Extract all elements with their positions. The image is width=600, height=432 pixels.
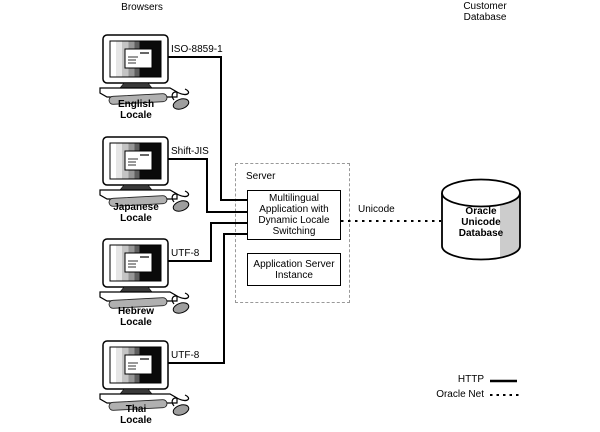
database-cylinder-icon xyxy=(441,178,521,261)
server-label: Server xyxy=(246,171,276,182)
encoding-label-japanese: Shift-JIS xyxy=(171,146,209,157)
browsers-title: Browsers xyxy=(121,2,163,13)
locale-label-japanese: Japanese Locale xyxy=(113,202,159,224)
http-line-thai xyxy=(168,233,247,364)
unicode-connection-label: Unicode xyxy=(358,204,395,215)
legend-oracle-net-label: Oracle Net xyxy=(436,389,484,400)
multilingual-app-box: Multilingual Application with Dynamic Lo… xyxy=(247,190,341,240)
locale-label-thai: Thai Locale xyxy=(120,404,152,426)
oracle-unicode-database-label: Oracle Unicode Database xyxy=(458,206,504,239)
http-line-english xyxy=(168,56,247,201)
legend-http-label: HTTP xyxy=(457,374,484,385)
http-line-japanese xyxy=(168,158,247,213)
app-server-instance-box: Application Server Instance xyxy=(247,253,341,286)
customer-database-title: Customer Database xyxy=(463,1,507,23)
encoding-label-english: ISO-8859-1 xyxy=(171,44,223,55)
encoding-label-hebrew: UTF-8 xyxy=(171,248,200,259)
http-line-hebrew xyxy=(168,222,247,262)
encoding-label-thai: UTF-8 xyxy=(171,350,200,361)
locale-label-hebrew: Hebrew Locale xyxy=(117,306,155,328)
locale-label-english: English Locale xyxy=(117,99,155,121)
